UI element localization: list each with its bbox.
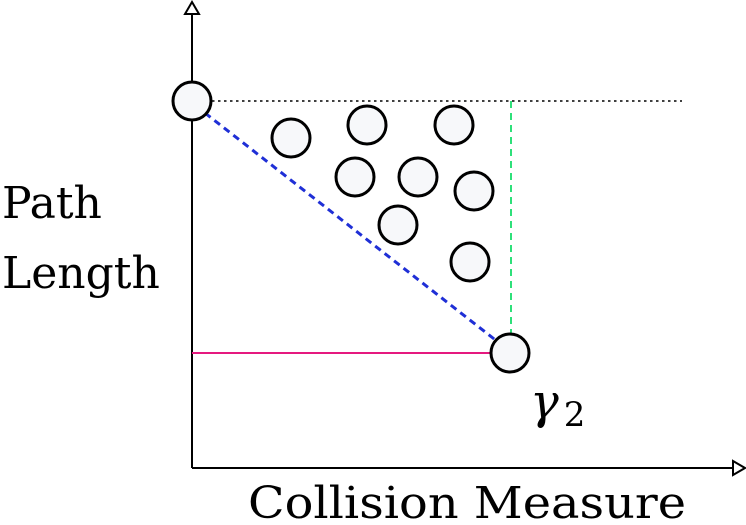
gamma2-symbol: γ (530, 374, 559, 430)
y-axis-label-line-2: Length (2, 248, 160, 299)
y-axis-arrowhead (183, 0, 201, 15)
x-axis-arrowhead (732, 459, 746, 477)
node-cluster-8 (449, 241, 491, 283)
node-gamma2 (489, 332, 531, 374)
x-axis-label: Collision Measure (248, 478, 686, 525)
node-cluster-5 (397, 156, 439, 198)
gamma2-subscript: 2 (564, 395, 586, 435)
node-cluster-4 (334, 156, 376, 198)
node-top-left (171, 80, 213, 122)
gamma2-label: γ 2 (530, 374, 585, 435)
node-cluster-7 (377, 204, 419, 246)
node-cluster-2 (346, 104, 388, 146)
node-cluster-1 (270, 117, 312, 159)
diagonal-dashed-line (204, 111, 499, 344)
y-axis-label-line-1: Path (2, 178, 102, 229)
node-cluster-6 (453, 170, 495, 212)
node-cluster-3 (433, 104, 475, 146)
